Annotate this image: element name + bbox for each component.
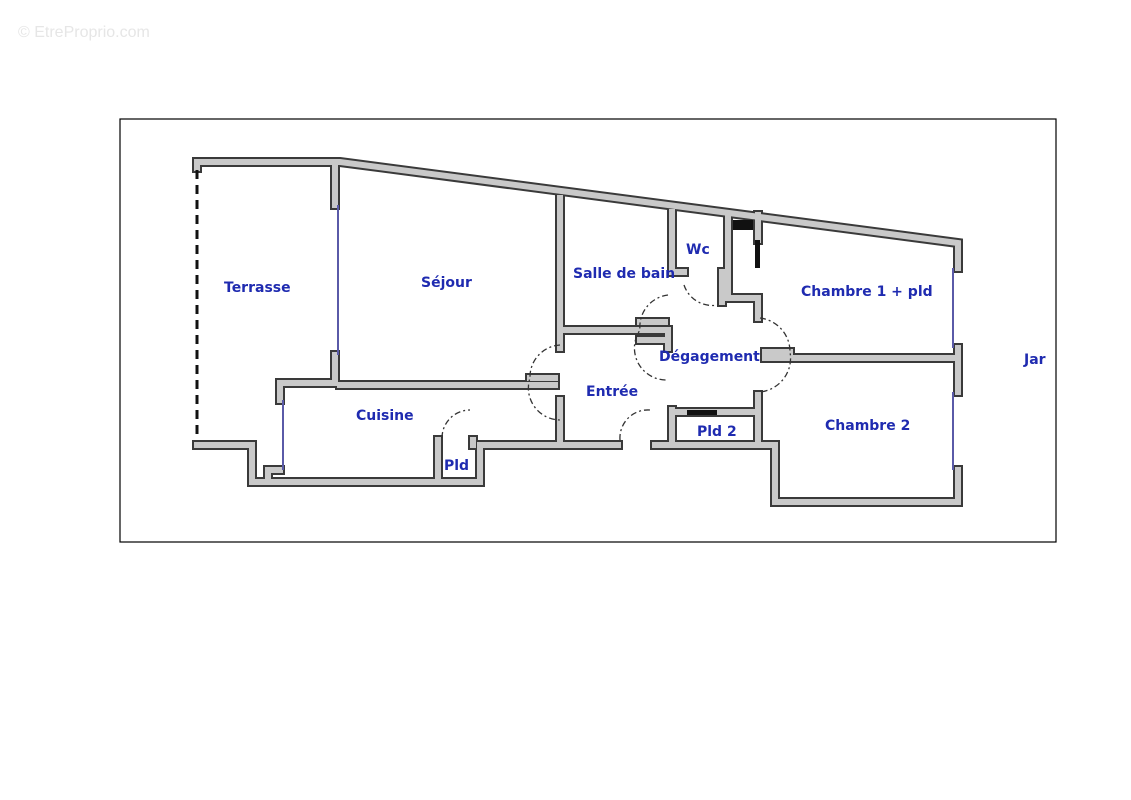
wall-fill — [725, 212, 761, 301]
wall — [650, 440, 963, 507]
watermark: © EtreProprio.com — [18, 24, 150, 41]
windows — [195, 170, 954, 470]
room-label-sejour: Séjour — [421, 275, 472, 291]
walls — [192, 157, 963, 507]
room-label-terrasse: Terrasse — [224, 280, 291, 296]
wall-fill — [277, 352, 338, 403]
room-label-wc: Wc — [686, 242, 710, 258]
doors — [441, 220, 792, 441]
room-label-jardin: Jar — [1023, 352, 1046, 368]
room-label-salle-de-bain: Salle de bain — [573, 266, 675, 282]
room-label-degagement: Dégagement — [659, 349, 760, 365]
plan-frame — [119, 118, 1057, 543]
room-label-cuisine: Cuisine — [356, 408, 414, 424]
wall-fill — [652, 442, 961, 505]
wall — [275, 350, 340, 405]
wall-fill — [194, 442, 563, 485]
room-label-pld-2: Pld 2 — [697, 424, 737, 440]
wall — [192, 157, 963, 273]
room-label-pld: Pld — [444, 458, 469, 474]
wall-fill — [669, 209, 687, 275]
room-label-entree: Entrée — [586, 384, 638, 400]
wall-fill — [265, 467, 283, 485]
room-label-chambre-1: Chambre 1 + pld — [801, 284, 933, 300]
room-label-chambre-2: Chambre 2 — [825, 418, 910, 434]
wall-fill — [194, 159, 961, 271]
